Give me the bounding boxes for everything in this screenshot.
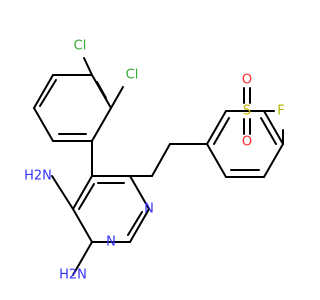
aromatic-bond xyxy=(78,183,95,210)
ring-nitrogen-label-bottom: N xyxy=(106,235,116,250)
bond xyxy=(263,143,284,178)
aromatic-bond xyxy=(127,211,143,236)
bond xyxy=(83,57,93,76)
bond xyxy=(72,241,93,276)
oxygen-label-top: O xyxy=(242,73,252,88)
bond xyxy=(263,110,284,145)
amino-label-top: H2N xyxy=(24,169,52,184)
ring-nitrogen-label-top: N xyxy=(144,202,154,217)
sulfonyl-fluoride-group xyxy=(243,87,275,135)
chlorine-label-1: Cl xyxy=(74,39,87,54)
fluorine-label: F xyxy=(277,104,284,119)
bond xyxy=(110,86,124,109)
bond xyxy=(72,208,93,243)
ethyl-linker xyxy=(151,143,208,177)
chlorine-label-2: Cl xyxy=(126,68,139,83)
bond xyxy=(33,74,54,109)
amino-label-bottom: H2N xyxy=(59,268,87,283)
bond xyxy=(129,175,150,210)
aromatic-bond xyxy=(39,79,57,107)
bond xyxy=(206,110,227,145)
oxygen-label-bottom: O xyxy=(242,135,252,150)
bond xyxy=(91,107,112,142)
bond xyxy=(33,107,54,142)
sulfur-label: S xyxy=(243,104,251,119)
bond xyxy=(151,143,171,177)
dichlorophenyl-ring xyxy=(33,57,124,142)
benzenesulfonyl-ring xyxy=(206,110,284,178)
pyrimidine-ring xyxy=(51,140,153,276)
aromatic-bond xyxy=(260,117,277,145)
aromatic-bond xyxy=(213,117,230,145)
bond xyxy=(206,143,227,178)
bond xyxy=(72,175,93,210)
molecule-diagram: Cl Cl H2N N N H2N S O O F xyxy=(24,39,285,283)
bond xyxy=(129,208,150,243)
bond xyxy=(51,175,74,210)
aromatic-bond xyxy=(96,81,107,99)
